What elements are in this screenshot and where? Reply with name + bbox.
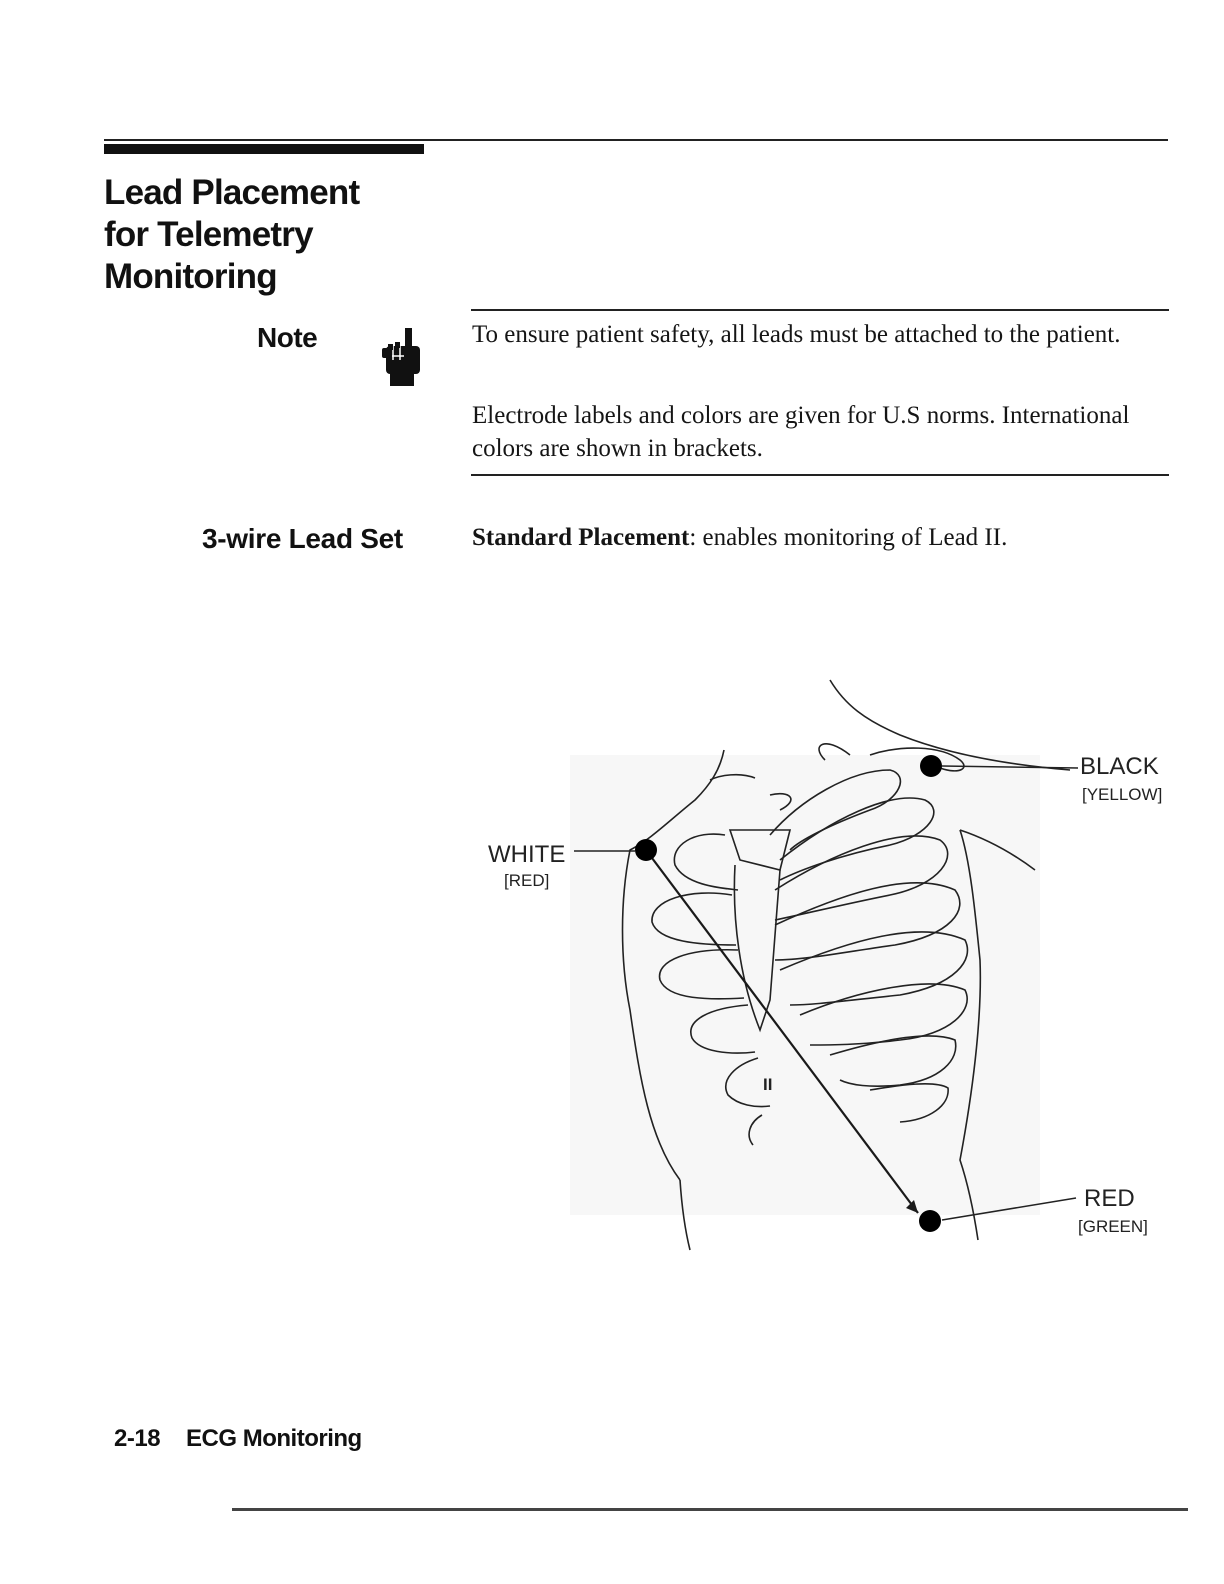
section-title-line-3: Monitoring: [104, 256, 434, 298]
white-electrode: [635, 839, 657, 861]
footer-chapter: ECG Monitoring: [186, 1425, 362, 1452]
section-title: Lead Placement for Telemetry Monitoring: [104, 172, 434, 298]
placement-description: Standard Placement: enables monitoring o…: [472, 521, 1007, 554]
black-electrode-label: BLACK: [1080, 753, 1159, 780]
header-rule-thick: [104, 144, 424, 154]
lead-ii-label: II: [763, 1075, 772, 1094]
note-rule-bottom: [471, 474, 1169, 476]
white-electrode-intl: [RED]: [504, 871, 549, 890]
page-footer: 2-18 ECG Monitoring: [114, 1425, 362, 1453]
placement-bold: Standard Placement: [472, 524, 689, 551]
subsection-label: 3-wire Lead Set: [202, 523, 403, 555]
footer-page-number: 2-18: [114, 1425, 160, 1452]
section-title-line-2: for Telemetry: [104, 214, 434, 256]
pointing-hand-icon: [378, 326, 424, 388]
black-electrode-intl: [YELLOW]: [1082, 785, 1162, 804]
section-title-line-1: Lead Placement: [104, 172, 434, 214]
red-electrode: [919, 1210, 941, 1232]
red-electrode-label: RED: [1084, 1185, 1135, 1212]
footer-rule: [232, 1508, 1188, 1511]
white-electrode-label: WHITE: [488, 841, 565, 868]
placement-text: : enables monitoring of Lead II.: [689, 524, 1007, 551]
black-electrode: [920, 755, 942, 777]
chest-electrode-diagram: II BLACK [YELLOW] WHITE [RED] RED [GREEN…: [470, 660, 1190, 1260]
note-label: Note: [257, 322, 317, 354]
note-rule-top: [471, 309, 1169, 311]
header-rule-thin: [104, 139, 1168, 141]
red-electrode-intl: [GREEN]: [1078, 1217, 1148, 1236]
note-paragraph-2: Electrode labels and colors are given fo…: [472, 399, 1162, 465]
note-paragraph-1: To ensure patient safety, all leads must…: [472, 318, 1162, 351]
